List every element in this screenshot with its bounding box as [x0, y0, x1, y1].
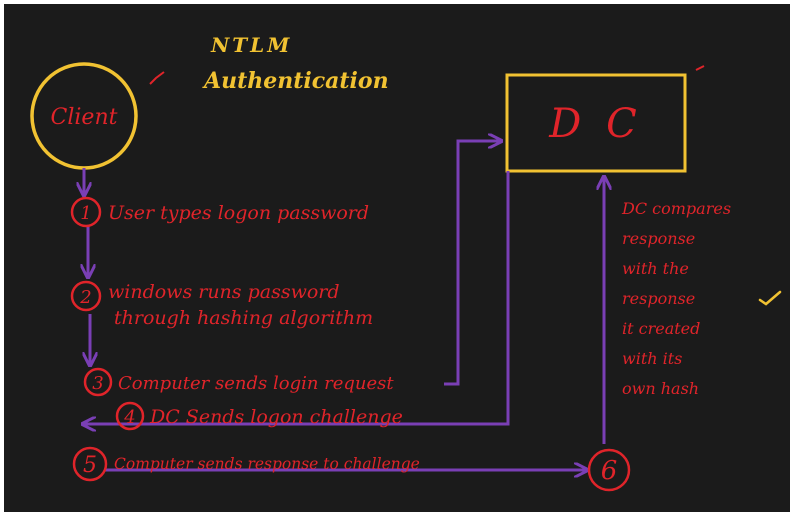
step-4-text: DC Sends logon challenge: [149, 406, 403, 428]
step-2-text-line-2: through hashing algorithm: [114, 307, 373, 329]
arrow-challenge-to-computer: [84, 171, 510, 424]
step-2-text-line-1: windows runs password: [108, 281, 340, 303]
step-circles: [70, 196, 631, 492]
title-line-1: NTLM: [210, 33, 292, 57]
dc-note-line-1: DC compares: [621, 199, 731, 218]
whiteboard-canvas: NTLM Authentication Client D C 1 2 3 4 5…: [4, 4, 790, 512]
dc-note-line-6: with its: [622, 349, 682, 368]
step-1-number: 1: [80, 203, 91, 224]
dc-tick-mark: [695, 65, 705, 71]
dc-note: DC compares response with the response i…: [621, 199, 731, 398]
title-tick-mark: [149, 71, 165, 85]
step-5-number: 5: [83, 453, 97, 478]
dc-note-line-5: it created: [622, 319, 700, 338]
dc-label: D C: [548, 101, 642, 147]
step-4-circle: [115, 401, 145, 431]
step-1-circle: [70, 196, 102, 228]
step-5-circle: [72, 446, 108, 482]
ntlm-diagram: NTLM Authentication Client D C 1 2 3 4 5…: [30, 33, 782, 492]
arrow-login-request-to-dc: [444, 141, 500, 386]
client-label: Client: [51, 105, 118, 130]
dc-note-line-7: own hash: [622, 379, 699, 398]
dc-note-line-2: response: [622, 229, 695, 248]
step-4-number: 4: [123, 407, 135, 428]
dc-note-line-4: response: [622, 289, 695, 308]
dc-node: [505, 73, 687, 173]
step-3-number: 3: [92, 373, 103, 394]
step-3-text: Computer sends login request: [118, 373, 394, 394]
step-3-circle: [83, 367, 113, 397]
dc-note-line-3: with the: [622, 259, 689, 278]
step-6-number: 6: [601, 456, 618, 486]
step-6-circle: [587, 448, 631, 492]
step-2-circle: [70, 280, 102, 312]
step-5-text: Computer sends response to challenge: [114, 455, 420, 473]
title-line-2: Authentication: [202, 68, 389, 94]
flow-arrows: [84, 141, 604, 470]
step-1-text: User types logon password: [108, 202, 369, 224]
check-mark-icon: [758, 290, 782, 306]
step-2-number: 2: [79, 287, 91, 308]
